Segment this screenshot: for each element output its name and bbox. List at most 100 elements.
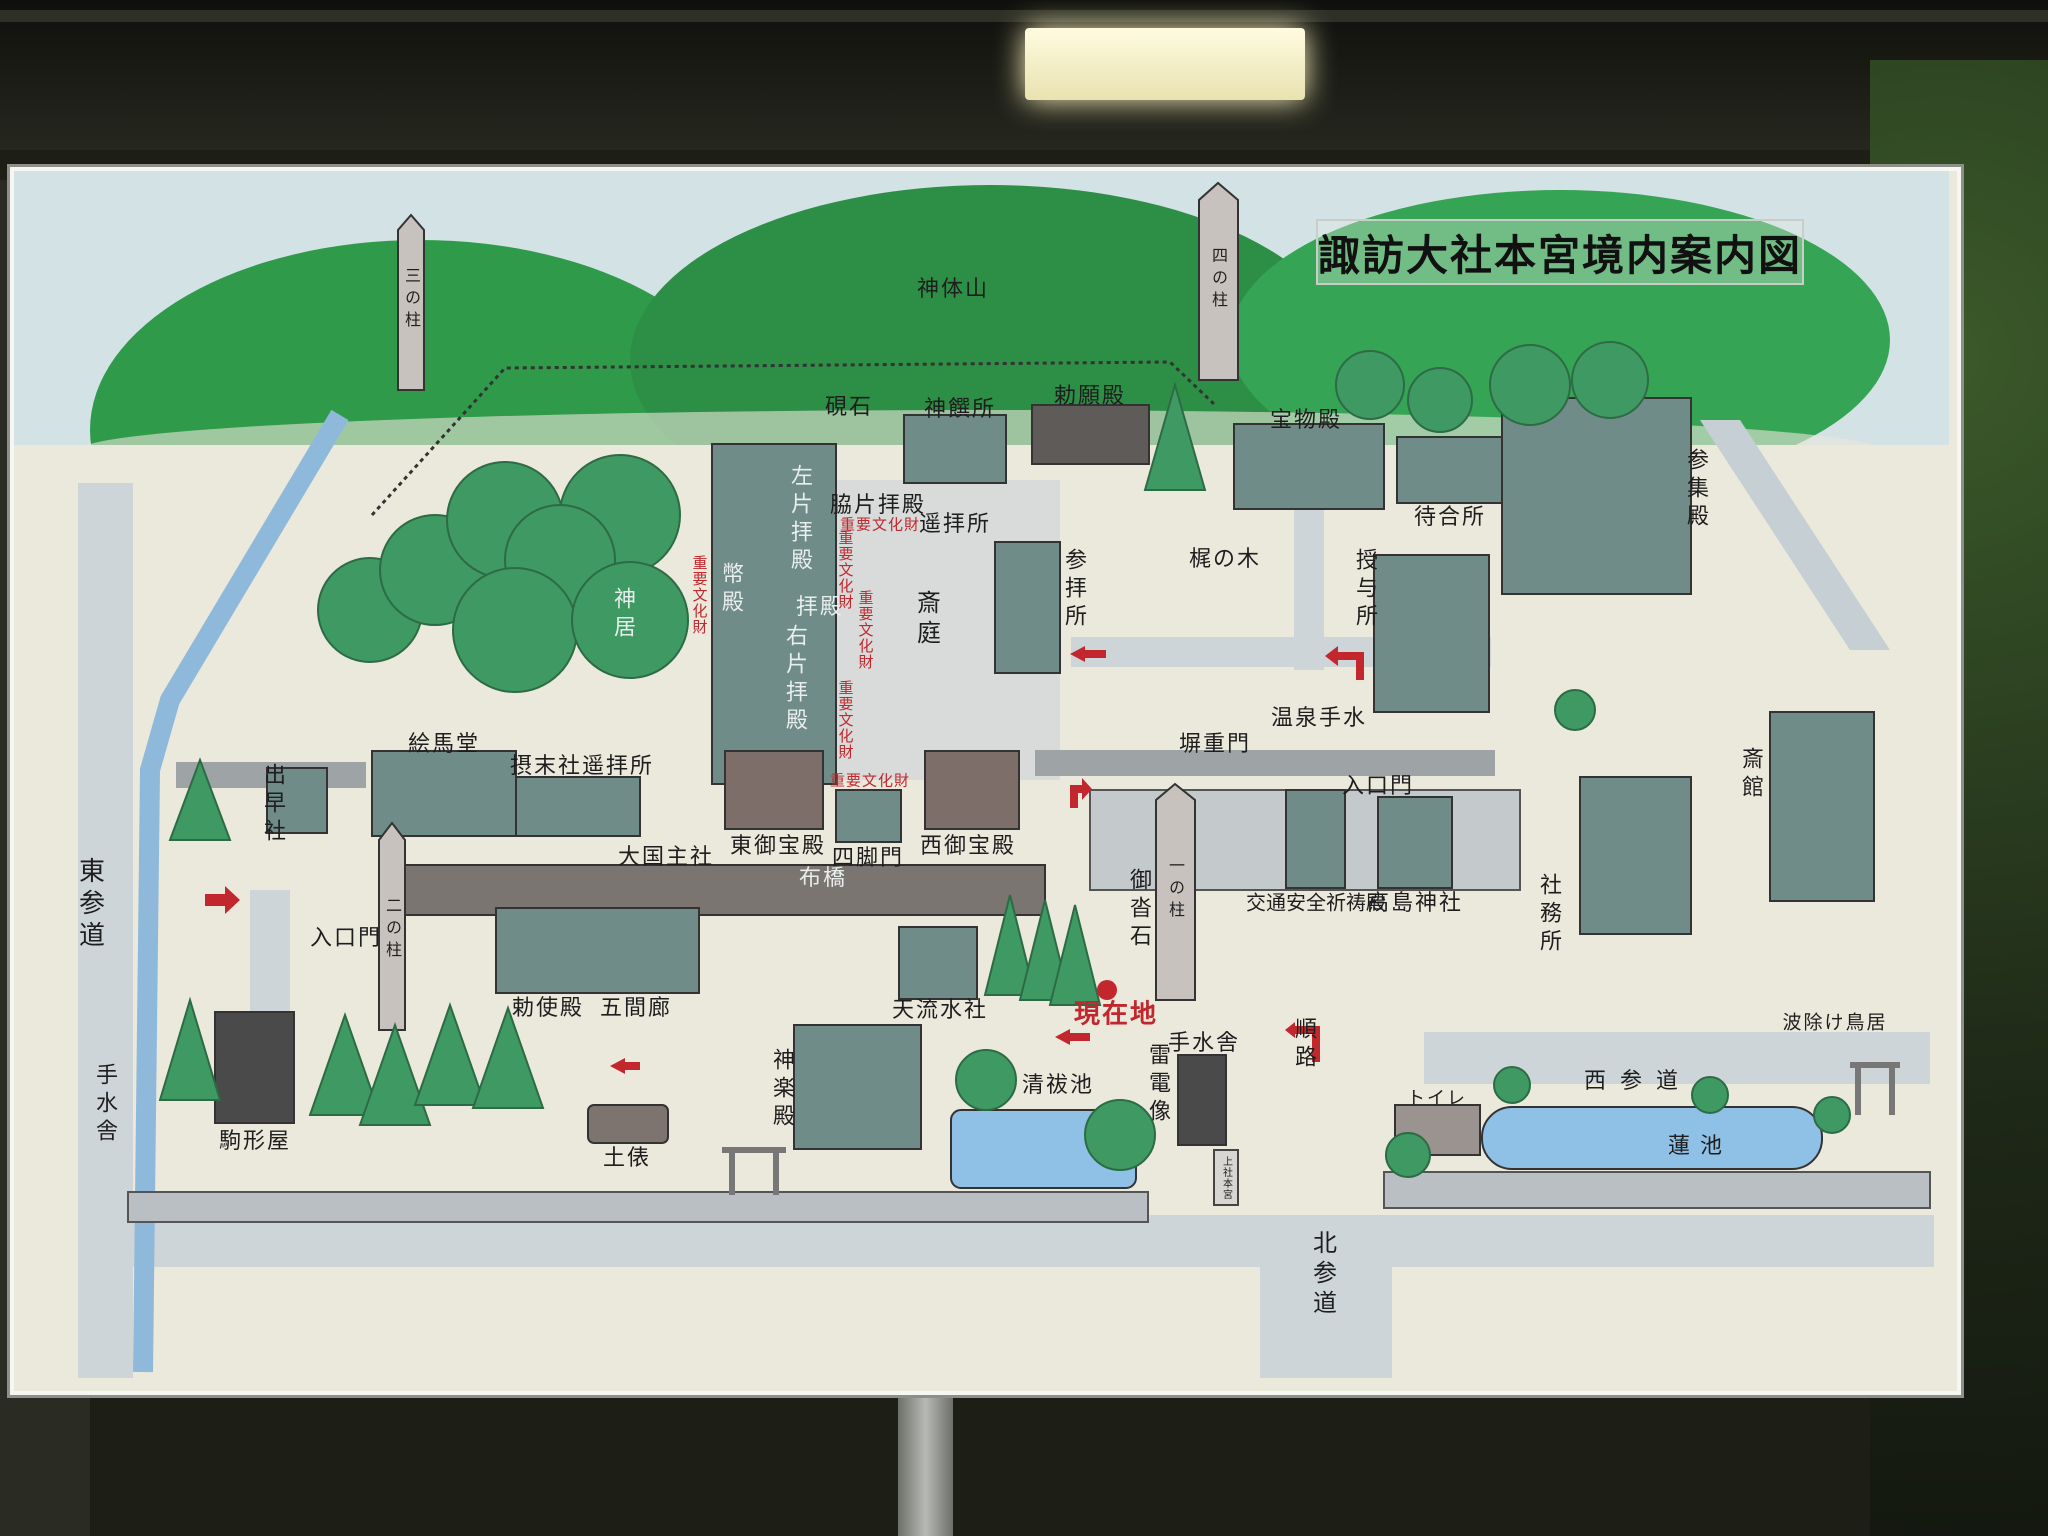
label-current-location: 現在地: [1073, 999, 1159, 1030]
label-yohaijo: 遥拝所: [918, 512, 992, 537]
main-hall-roof: [711, 443, 837, 785]
label-nunohashi: 布橋: [798, 866, 848, 891]
label-pillar1: 一の柱: [1166, 857, 1185, 923]
nishi-hoden-roof: [924, 750, 1020, 830]
label-pillar2: 二の柱: [383, 897, 402, 963]
label-kiyoharai: 清祓池: [1021, 1073, 1095, 1098]
route-arrow-turn: [1070, 778, 1092, 808]
torii-south: [722, 1147, 786, 1195]
label-kita-sando: 北参道: [1308, 1230, 1337, 1320]
road-bottom: [124, 1215, 1934, 1267]
tree: [452, 567, 578, 693]
current-location-marker: [1097, 980, 1117, 1000]
label-shamusho: 社務所: [1536, 873, 1561, 957]
label-sesshamatsu: 摂末社遥拝所: [509, 754, 655, 779]
label-okuninushi: 大国主社: [617, 845, 715, 870]
tenryusui-roof: [898, 926, 978, 1000]
label-bunkazai-shikyaku: 重要文化財: [829, 771, 911, 790]
conifer-tree: [1143, 381, 1207, 491]
label-namiyoke: 波除け鳥居: [1782, 1011, 1888, 1034]
takashima-roof: [1377, 796, 1453, 889]
label-bunkazai-haiden: 重要文化財: [856, 590, 875, 670]
tree: [1335, 350, 1405, 420]
wall-bottom-right: [1383, 1171, 1931, 1209]
route-arrow-left: [1070, 646, 1106, 662]
homotsu-roof: [1233, 423, 1385, 510]
pillar-1: [1155, 782, 1196, 1001]
label-suzuriishi: 硯石: [824, 395, 874, 420]
shikyakumon-roof: [835, 789, 902, 843]
label-emado: 絵馬堂: [407, 732, 481, 757]
corridor-nunohashi: [404, 864, 1046, 916]
label-onsen: 温泉手水: [1270, 706, 1368, 731]
tree: [1571, 341, 1649, 419]
pillar-3: [397, 213, 425, 391]
pillar-2: [378, 821, 406, 1031]
conifer-tree: [358, 1021, 432, 1126]
label-dohyo: 土俵: [602, 1146, 652, 1171]
label-shintaisan: 神体山: [916, 277, 990, 302]
label-takashima: 高島神社: [1366, 891, 1464, 916]
juyo-roof: [1373, 554, 1490, 713]
route-arrow-left: [1055, 1029, 1090, 1045]
label-temizu-right: 手水舎: [1167, 1031, 1241, 1056]
shamusho-roof: [1579, 776, 1692, 935]
label-shikyakumon: 四脚門: [831, 846, 905, 871]
tree: [1691, 1076, 1729, 1114]
conifer-tree: [168, 757, 232, 841]
tree: [1813, 1096, 1851, 1134]
tree: [1385, 1132, 1431, 1178]
label-raiden: 雷電像: [1145, 1043, 1170, 1127]
conifer-tree: [1048, 904, 1102, 1006]
wall-bottom-left: [127, 1191, 1149, 1223]
label-iriguchi-left: 入口門: [309, 926, 383, 951]
label-nishi-sando: 西参道: [1583, 1069, 1693, 1094]
path-treasure: [1294, 500, 1324, 670]
route-arrow-right: [205, 886, 240, 914]
label-saikan: 斎館: [1738, 747, 1763, 803]
label-toilet: トイレ: [1407, 1088, 1467, 1109]
label-homotsu: 宝物殿: [1269, 408, 1343, 433]
label-shinsenjo: 神饌所: [923, 397, 997, 422]
komagata-roof: [214, 1011, 295, 1124]
chokushi-roof: [495, 907, 700, 994]
label-kotsu: 交通安全祈祷殿: [1246, 890, 1386, 915]
label-sanshu: 参集殿: [1683, 448, 1708, 532]
label-higashi-sando: 東参道: [74, 857, 105, 953]
corridor-east: [1035, 750, 1495, 776]
conifer-tree: [471, 1004, 545, 1109]
fence: [370, 360, 1217, 517]
higashi-hoden-roof: [724, 750, 824, 830]
tree: [1084, 1099, 1156, 1171]
label-wakikata: 脇片拝殿: [829, 493, 927, 518]
label-kaji: 梶の木: [1188, 547, 1262, 572]
label-chokushi: 勅使殿: [511, 996, 585, 1021]
label-pillar3: 三の柱: [402, 267, 421, 333]
kotsu-roof: [1285, 789, 1346, 889]
label-haiden: 拝殿: [795, 595, 845, 620]
label-bunkazai-migi: 重要文化財: [836, 680, 855, 760]
label-komagata: 駒形屋: [218, 1129, 292, 1154]
label-migi: 右片拝殿: [782, 624, 807, 736]
label-nishi-hoden: 西御宝殿: [919, 834, 1017, 859]
pond-hasuike: [1481, 1106, 1823, 1170]
pillar-4: [1198, 181, 1239, 381]
machiai-roof: [1396, 436, 1503, 504]
label-stele: 上社本宮: [1220, 1156, 1232, 1200]
kagura-roof: [793, 1024, 922, 1150]
label-heiju: 塀重門: [1178, 732, 1252, 757]
label-temizu-left: 手水舎: [92, 1063, 117, 1147]
label-junro: 順路: [1291, 1017, 1316, 1073]
label-chokugan: 勅願殿: [1053, 384, 1127, 409]
map-title: 諏訪大社本宮境内案内図: [1316, 219, 1804, 285]
path-left: [250, 890, 290, 1020]
emado-roof: [371, 750, 517, 837]
label-sanpaijo: 参拝所: [1061, 548, 1086, 632]
dohyo-ring: [587, 1104, 669, 1144]
tree: [1554, 689, 1596, 731]
conifer-tree: [413, 1001, 487, 1106]
label-heiden: 幣殿: [718, 562, 743, 618]
label-hasuike: 蓮池: [1667, 1134, 1733, 1159]
tree: [955, 1049, 1017, 1111]
route-arrow-turn: [1285, 1022, 1320, 1062]
